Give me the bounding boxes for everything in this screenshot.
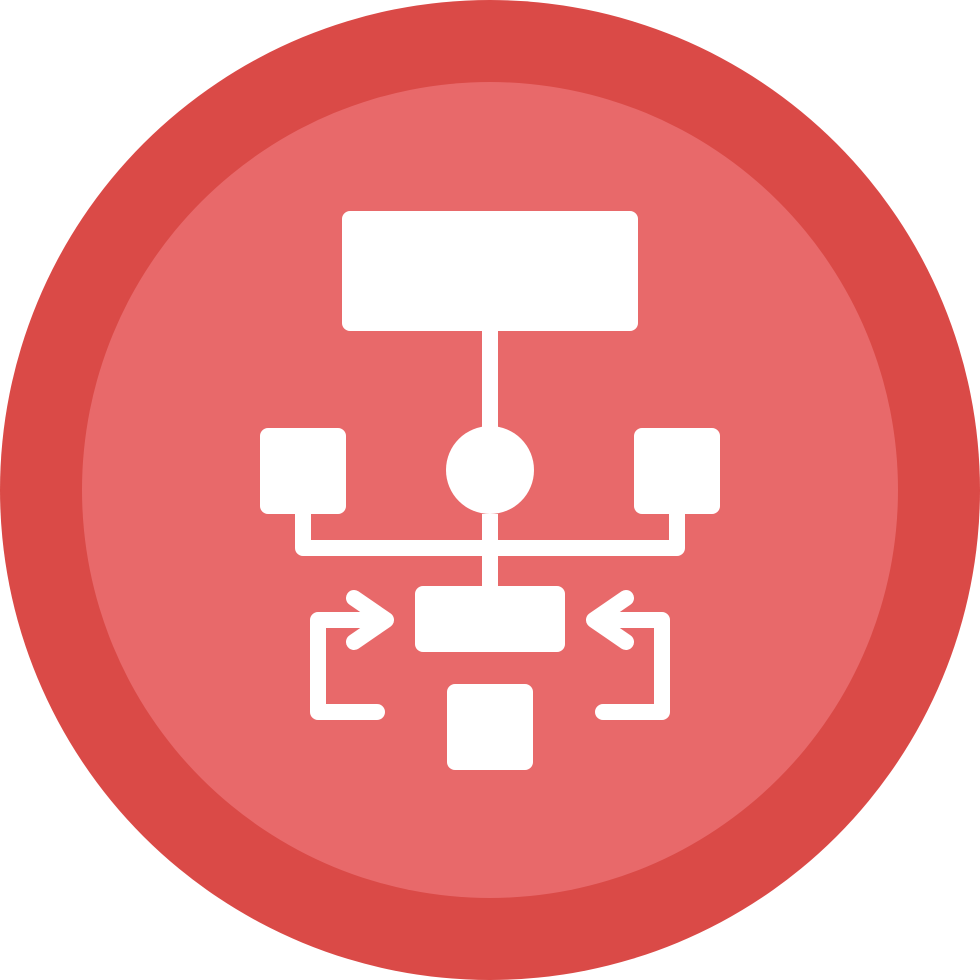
middle-process-box bbox=[415, 586, 565, 652]
right-box bbox=[634, 428, 720, 514]
right-loop-arrow bbox=[588, 612, 670, 720]
center-node bbox=[446, 426, 534, 514]
left-loop-arrow bbox=[310, 612, 392, 720]
right-arrowhead bbox=[586, 590, 634, 650]
left-box bbox=[260, 428, 346, 514]
top-process-box bbox=[342, 211, 638, 331]
flowchart-glyph bbox=[260, 211, 720, 770]
left-arrowhead bbox=[346, 590, 394, 650]
bottom-box bbox=[447, 684, 533, 770]
